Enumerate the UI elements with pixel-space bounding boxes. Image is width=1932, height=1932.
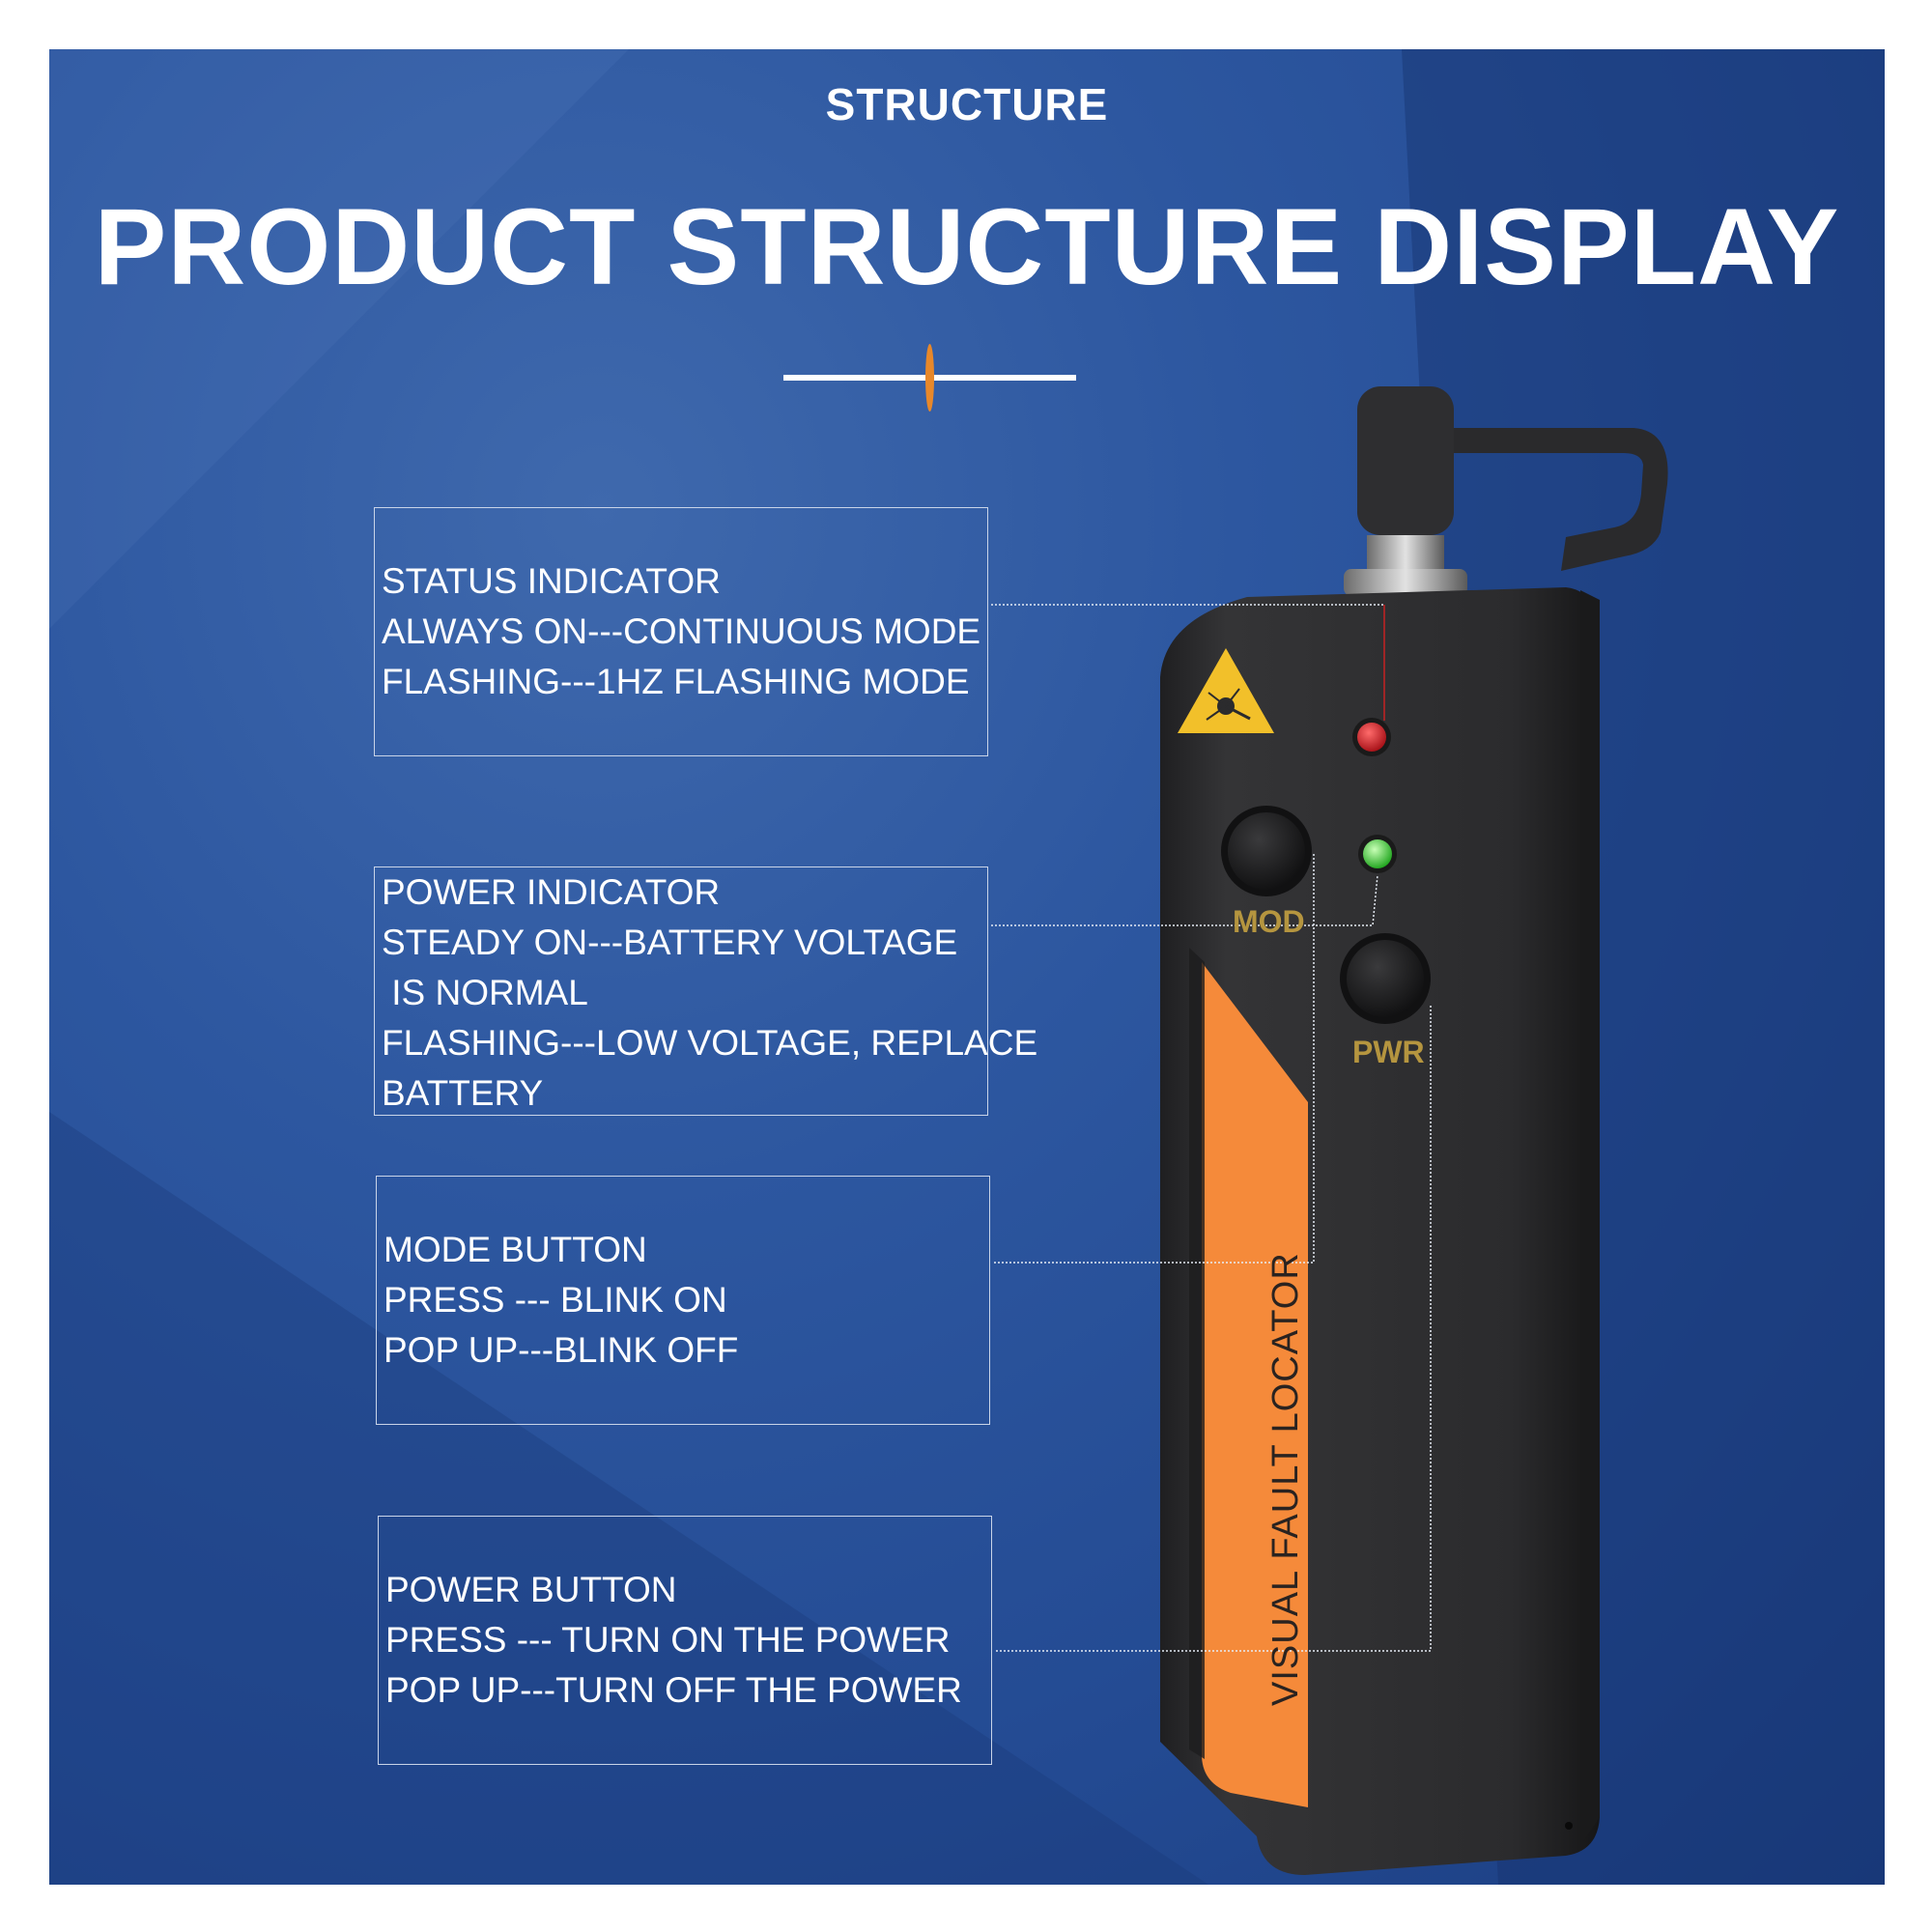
device-side-bevel (1580, 590, 1600, 1846)
power-led (1363, 839, 1392, 868)
dust-cap (1357, 386, 1454, 535)
callout-text: POP UP---BLINK OFF (384, 1330, 739, 1370)
orange-label-stripe (1202, 962, 1308, 1807)
page-title: PRODUCT STRUCTURE DISPLAY (94, 186, 1840, 307)
pwr-button[interactable] (1347, 940, 1424, 1017)
visual-fault-locator-device (1160, 386, 1668, 1875)
section-label: STRUCTURE (825, 79, 1109, 129)
callout-text: PRESS --- BLINK ON (384, 1280, 727, 1320)
lanyard-hole (1565, 1822, 1573, 1830)
callout-text: BATTERY (382, 1073, 544, 1113)
divider-accent (925, 344, 934, 412)
callout-heading: POWER BUTTON (385, 1570, 677, 1609)
callout-mode-button: MODE BUTTON PRESS --- BLINK ON POP UP---… (376, 1176, 990, 1425)
callout-heading: POWER INDICATOR (382, 872, 721, 912)
callout-text: IS NORMAL (382, 973, 588, 1012)
callout-status-indicator: STATUS INDICATOR ALWAYS ON---CONTINUOUS … (374, 507, 988, 756)
callout-text: POP UP---TURN OFF THE POWER (385, 1670, 962, 1710)
laser-warning-icon (1178, 648, 1274, 733)
pwr-label: PWR (1352, 1035, 1425, 1069)
leader-power-button (996, 1004, 1432, 1652)
callout-text: ALWAYS ON---CONTINUOUS MODE (382, 611, 981, 651)
leader-lines (991, 604, 1432, 1652)
callout-text: PRESS --- TURN ON THE POWER (385, 1620, 951, 1660)
status-led (1357, 723, 1386, 752)
fiber-connector (1367, 535, 1444, 574)
callout-heading: STATUS INDICATOR (382, 561, 721, 601)
callout-heading: MODE BUTTON (384, 1230, 647, 1269)
callout-text: STEADY ON---BATTERY VOLTAGE (382, 923, 958, 962)
leader-mode-button (994, 853, 1315, 1264)
device-side-text: VISUAL FAULT LOCATOR (1265, 1252, 1306, 1706)
callout-text: FLASHING---1HZ FLASHING MODE (382, 662, 970, 701)
leader-power-indicator (991, 874, 1378, 926)
callout-text: FLASHING---LOW VOLTAGE, REPLACE (382, 1023, 1038, 1063)
background-panel: STRUCTURE PRODUCT STRUCTURE DISPLAY STAT… (49, 49, 1885, 1885)
mod-label: MOD (1233, 904, 1305, 939)
callout-power-button: POWER BUTTON PRESS --- TURN ON THE POWER… (378, 1516, 992, 1765)
connector-base (1344, 569, 1467, 596)
dust-cap-strap (1397, 428, 1668, 571)
callout-power-indicator: POWER INDICATOR STEADY ON---BATTERY VOLT… (374, 867, 1038, 1116)
mod-button[interactable] (1228, 812, 1305, 890)
stripe-bevel (1189, 948, 1205, 1759)
